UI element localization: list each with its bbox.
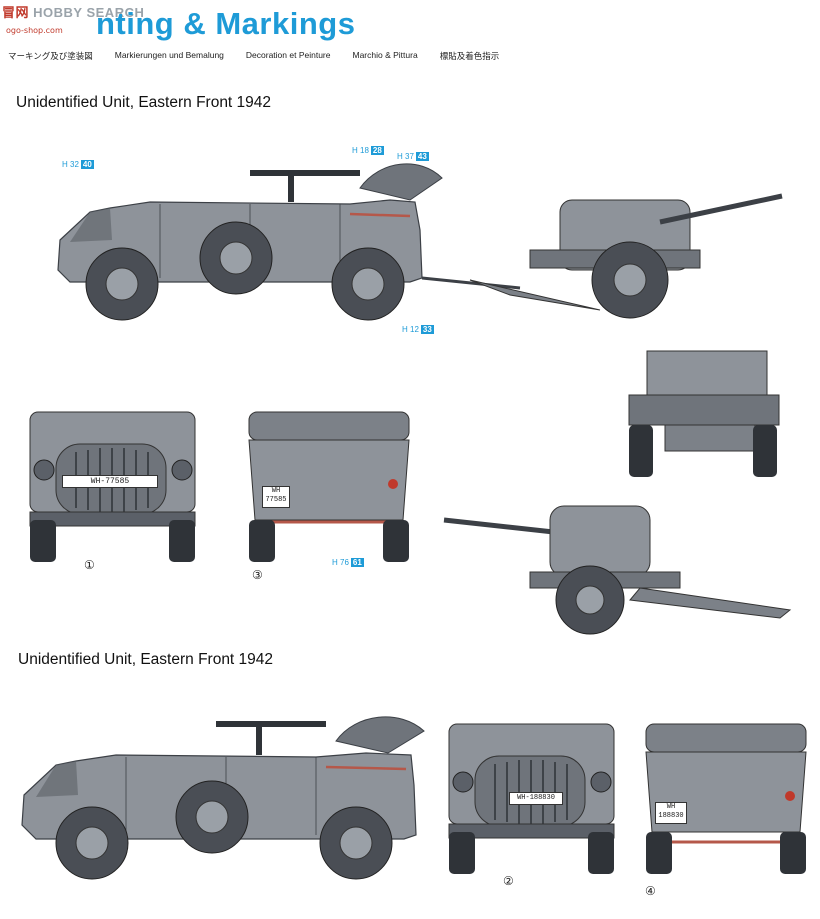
- subtitle-it: Marchio & Pittura: [352, 50, 418, 60]
- callout-code: 33: [420, 325, 434, 334]
- callout-ref: H 32: [62, 160, 79, 169]
- plate-rear-1-bottom: 77585: [265, 496, 287, 504]
- callout-ref: H 76: [332, 558, 349, 567]
- flak-gun-side-view-icon: [469, 193, 783, 319]
- plate-rear-2-top: WH: [666, 803, 676, 811]
- marker-2: ②: [503, 874, 514, 888]
- callout-ref: H 37: [397, 152, 414, 161]
- section-title-2: Unidentified Unit, Eastern Front 1942: [18, 651, 274, 668]
- flak-side-view-icon: [443, 505, 792, 635]
- license-plate-rear-2: WH 188830: [655, 802, 687, 824]
- horch-front-view-2-icon: [448, 723, 615, 874]
- marker-1: ①: [84, 558, 95, 572]
- license-plate-front-2: WH-188830: [509, 792, 563, 805]
- callout-code: 40: [80, 160, 94, 169]
- horch-rear-view-icon: [248, 411, 410, 562]
- horch-side-view-icon: [57, 163, 521, 321]
- horch-rear-view-2-icon: [645, 723, 807, 874]
- watermark-logo: 冒网 HOBBY SEARCH: [2, 5, 145, 21]
- page-title: nting & Markings: [96, 6, 356, 41]
- watermark-url: ogo-shop.com: [6, 26, 63, 35]
- marker-3: ③: [252, 568, 263, 582]
- plate-rear-1-top: WH: [271, 487, 281, 495]
- callout-code: 61: [350, 558, 364, 567]
- plate-rear-2-bottom: 188830: [658, 812, 684, 820]
- subtitle-cn: 標貼及着色指示: [439, 51, 500, 61]
- language-subtitles: マーキング及び塗装図 Markierungen und Bemalung Dec…: [8, 50, 521, 62]
- callout-code: 28: [370, 146, 384, 155]
- callout-code: 43: [415, 152, 429, 161]
- callout-ref: H 12: [402, 325, 419, 334]
- license-plate-front-1: WH-77585: [62, 475, 158, 488]
- marker-4: ④: [645, 884, 656, 898]
- license-plate-rear-1: WH 77585: [262, 486, 290, 508]
- subtitle-de: Markierungen und Bemalung: [114, 50, 224, 60]
- horch-side-view-2-icon: [21, 716, 425, 880]
- subtitle-fr: Decoration et Peinture: [245, 50, 331, 60]
- flak-rear-view-icon: [628, 350, 780, 477]
- callout-ref: H 18: [352, 146, 369, 155]
- subtitle-ja: マーキング及び塗装図: [8, 51, 93, 61]
- section-title-1: Unidentified Unit, Eastern Front 1942: [16, 94, 272, 111]
